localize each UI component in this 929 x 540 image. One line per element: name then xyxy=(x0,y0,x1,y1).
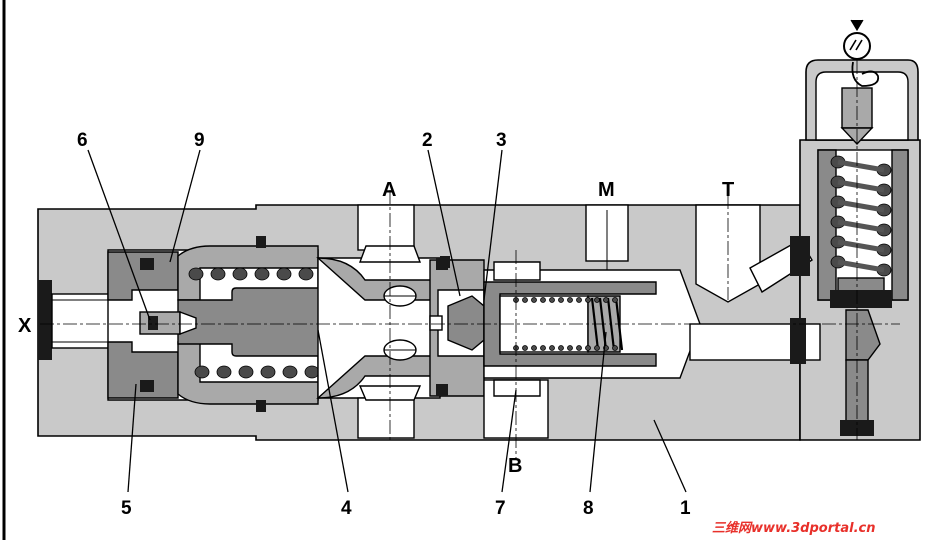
pilot-spring-wire xyxy=(837,179,885,193)
sleeve-dot xyxy=(540,345,546,351)
sleeve-dot xyxy=(567,297,573,303)
sleeve-dot xyxy=(612,345,618,351)
sleeve-dot xyxy=(612,297,618,303)
sleeve-dot xyxy=(585,297,591,303)
leader-lines xyxy=(87,149,687,493)
sleeve-dot xyxy=(558,297,564,303)
adjust-knob-icon xyxy=(843,19,880,87)
port-x-bore xyxy=(38,280,113,360)
left-spring-coil xyxy=(232,267,248,281)
left-spring-coil xyxy=(254,267,270,281)
pilot-spring-wire xyxy=(837,199,885,213)
sleeve-dot xyxy=(549,297,555,303)
part-label-5: 5 xyxy=(121,498,132,519)
port-a-label: A xyxy=(382,179,396,201)
sleeve-dot xyxy=(531,345,537,351)
left-spring-coil xyxy=(298,267,314,281)
part-label-2: 2 xyxy=(422,130,433,151)
left-spring-coil xyxy=(238,365,254,379)
part-label-8: 8 xyxy=(583,498,594,519)
sleeve-dot xyxy=(594,297,600,303)
pilot-spring-wire xyxy=(837,219,885,233)
part-label-4: 4 xyxy=(341,498,352,519)
left-spring-coil xyxy=(194,365,210,379)
pilot-spring xyxy=(830,155,892,277)
main-bore-a xyxy=(316,204,441,439)
pilot-spring-wire xyxy=(837,159,885,173)
sleeve-dot xyxy=(522,345,528,351)
left-spring xyxy=(188,267,320,379)
port-t-label: T xyxy=(722,179,734,201)
port-m-label: M xyxy=(598,179,615,201)
left-spring-coil xyxy=(304,365,320,379)
port-x-label: X xyxy=(18,315,32,337)
pilot-spring-wire xyxy=(837,239,885,253)
part-label-6: 6 xyxy=(77,130,88,151)
sleeve-dot xyxy=(540,297,546,303)
sleeve-dot xyxy=(603,297,609,303)
sleeve-dot xyxy=(522,297,528,303)
part-label-3: 3 xyxy=(496,130,507,151)
left-spring-coil xyxy=(260,365,276,379)
sleeve-dots xyxy=(513,297,618,351)
part-label-1: 1 xyxy=(680,498,691,519)
control-sleeve xyxy=(429,258,485,397)
sleeve-dot xyxy=(549,345,555,351)
left-spring-coil xyxy=(188,267,204,281)
sleeve-dot xyxy=(576,297,582,303)
part-label-7: 7 xyxy=(495,498,506,519)
left-spring-coil xyxy=(282,365,298,379)
sleeve-dot xyxy=(594,345,600,351)
sleeve-dot xyxy=(567,345,573,351)
pilot-spring-wire xyxy=(837,259,885,273)
sleeve-dot xyxy=(576,345,582,351)
port-b-label: B xyxy=(508,455,522,477)
sleeve-dot xyxy=(558,345,564,351)
left-spring-coil xyxy=(216,365,232,379)
sleeve-dot xyxy=(585,345,591,351)
sleeve-dot xyxy=(531,297,537,303)
housing-seals xyxy=(256,236,450,412)
watermark-text: 三维网www.3dportal.cn xyxy=(712,520,875,536)
left-spring-coil xyxy=(276,267,292,281)
part-label-9: 9 xyxy=(194,130,205,151)
left-spring-coil xyxy=(210,267,226,281)
